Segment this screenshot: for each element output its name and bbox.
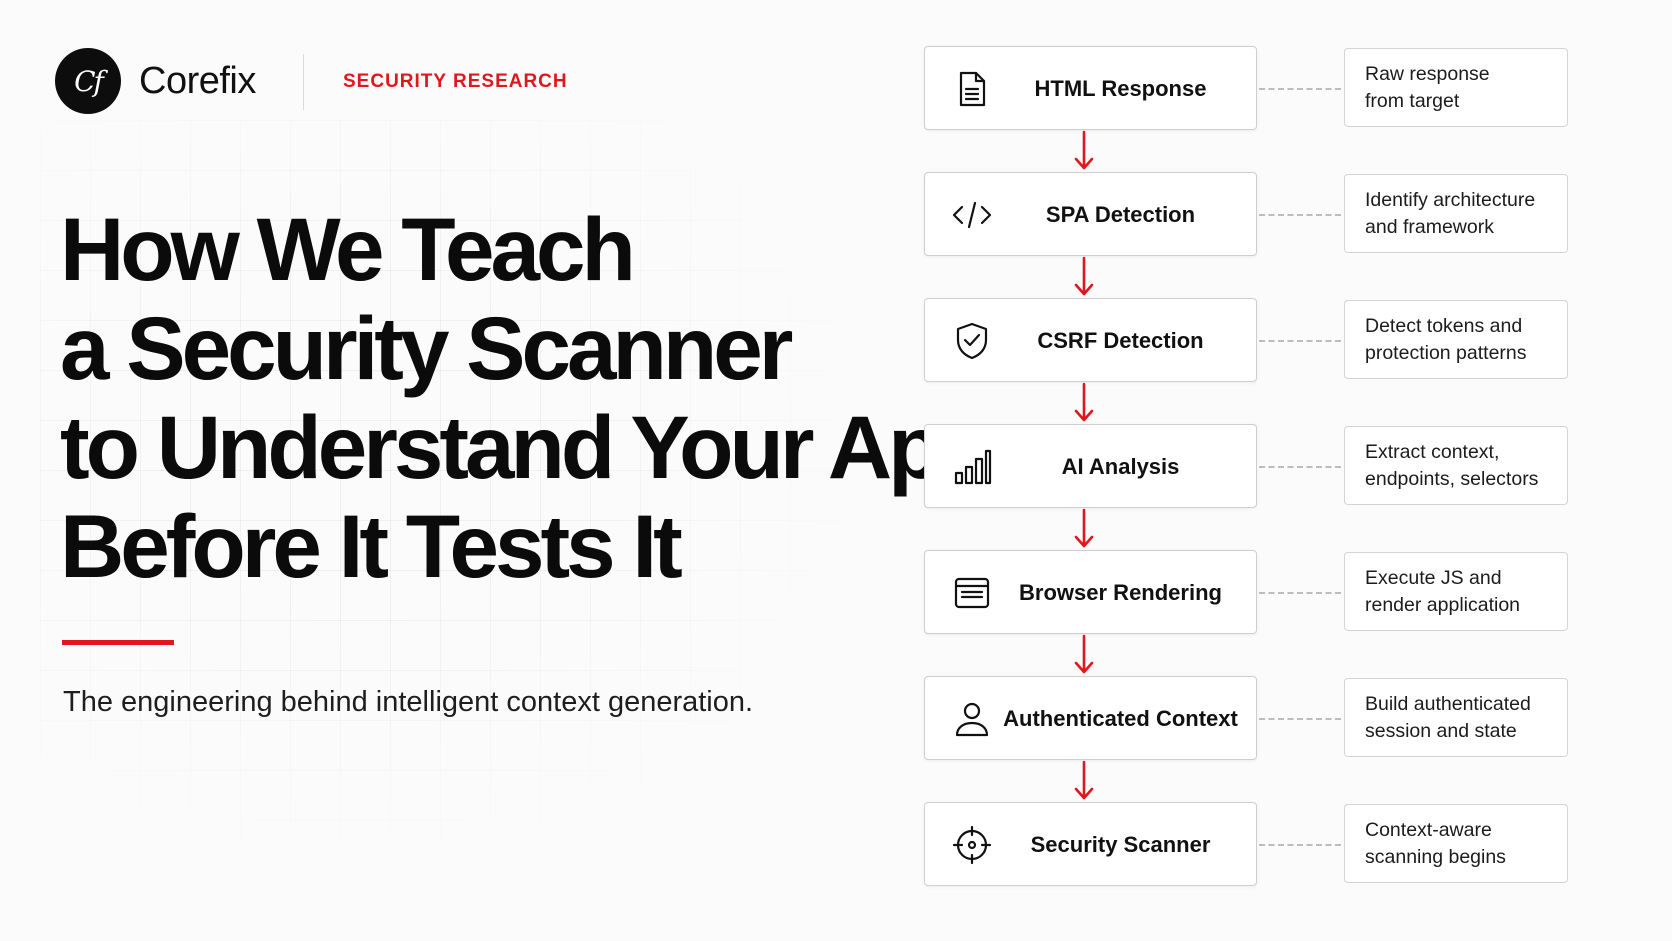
headline-line: a Security Scanner [60,298,793,398]
brand: Cf Corefix [55,48,256,114]
headline-line: to Understand Your App [60,397,993,497]
note-line: Execute JS and [1365,567,1502,589]
step-note: Raw response from target [1344,48,1568,127]
flow-step-spa-detection: SPA Detection [924,172,1257,256]
note-line: endpoints, selectors [1365,468,1539,490]
note-line: scanning begins [1365,846,1506,868]
step-note: Execute JS and render application [1344,552,1568,631]
connector-line [1259,466,1341,468]
connector-line [1259,340,1341,342]
flow-step-ai-analysis: AI Analysis [924,424,1257,508]
flow-step-html-response: HTML Response [924,46,1257,130]
flow-arrow [1073,508,1095,550]
flow-arrow [1073,634,1095,676]
step-note: Context-aware scanning begins [1344,804,1568,883]
step-label: Security Scanner [1030,832,1211,857]
note-line: and framework [1365,216,1494,238]
note-line: Raw response [1365,63,1490,85]
shield-check-icon [950,319,994,363]
flow-step-browser-rendering: Browser Rendering [924,550,1257,634]
subtitle: The engineering behind intelligent conte… [63,686,754,718]
headline-line: Before It Tests It [60,496,683,596]
connector-line [1259,88,1341,90]
flow-arrow [1073,256,1095,298]
accent-rule [62,640,174,645]
headline: How We Teach a Security Scanner to Under… [60,199,993,596]
code-icon [950,193,994,237]
step-label: CSRF Detection [1037,328,1204,353]
note-line: protection patterns [1365,342,1527,364]
document-icon [950,67,994,111]
headline-line: How We Teach [60,199,636,299]
note-line: Extract context, [1365,441,1500,463]
brand-divider [303,54,304,110]
step-label: HTML Response [1034,76,1207,101]
flow-arrow [1073,130,1095,172]
step-label: AI Analysis [1061,454,1180,479]
connector-line [1259,592,1341,594]
bar-chart-icon [950,445,994,489]
step-note: Build authenticated session and state [1344,678,1568,757]
flow-step-authenticated-context: Authenticated Context [924,676,1257,760]
step-note: Detect tokens and protection patterns [1344,300,1568,379]
user-icon [950,697,994,741]
step-label: Authenticated Context [1003,706,1238,731]
note-line: Build authenticated [1365,693,1531,715]
browser-window-icon [950,571,994,615]
note-line: from target [1365,90,1460,112]
flow-step-csrf-detection: CSRF Detection [924,298,1257,382]
step-note: Extract context, endpoints, selectors [1344,426,1568,505]
crosshair-icon [950,823,994,867]
connector-line [1259,718,1341,720]
grid-background [40,120,840,840]
brand-name: Corefix [139,59,256,102]
corefix-logo: Cf [55,48,121,114]
note-line: render application [1365,594,1521,616]
note-line: Context-aware [1365,819,1492,841]
flow-step-security-scanner: Security Scanner [924,802,1257,886]
connector-line [1259,844,1341,846]
note-line: Identify architecture [1365,189,1536,211]
section-tag: SECURITY RESEARCH [343,71,568,92]
step-note: Identify architecture and framework [1344,174,1568,253]
note-line: session and state [1365,720,1517,742]
step-label: SPA Detection [1045,202,1196,227]
flow-arrow [1073,382,1095,424]
connector-line [1259,214,1341,216]
flow-arrow [1073,760,1095,802]
step-label: Browser Rendering [1019,580,1222,605]
note-line: Detect tokens and [1365,315,1523,337]
